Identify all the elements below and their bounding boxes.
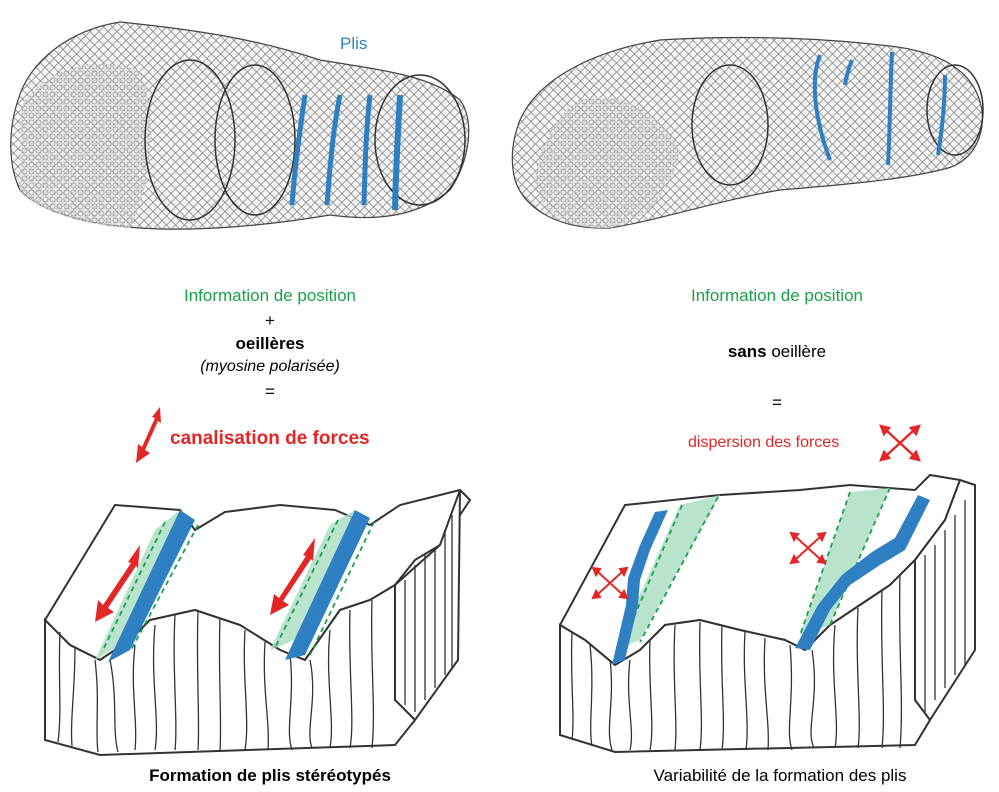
left-microscopy-image [10,21,470,230]
red-double-arrow-icon [136,407,161,463]
right-position-info: Information de position [691,286,863,305]
right-tissue-block-diagram [558,473,976,754]
red-double-arrow-icon [95,538,315,622]
right-equals: = [772,393,782,412]
left-position-info: Information de position [184,286,356,305]
left-myosine: (myosine polarisée) [200,358,340,375]
left-tissue-block-diagram [43,488,472,757]
right-sans-rest: oeillère [766,342,827,361]
left-equals: = [265,382,275,401]
right-caption: Variabilité de la formation des plis [653,766,907,785]
red-four-way-arrow-icon [789,531,827,565]
red-four-way-arrow-icon [591,566,629,600]
red-four-way-arrow-icon [879,424,921,462]
left-caption: Formation de plis stéréotypés [149,766,391,785]
right-microscopy-image [511,36,984,229]
folds-label: Plis [340,34,368,53]
right-result: dispersion des forces [688,434,840,451]
right-sans-bold: sans [727,342,767,361]
cell-columns [570,500,966,751]
left-result: canalisation de forces [170,428,370,449]
left-plus: + [265,311,275,330]
left-oeilleres: oeillères [235,334,305,353]
cell-columns [57,515,453,753]
right-sans-oeillere: sans oeillère [627,342,927,362]
